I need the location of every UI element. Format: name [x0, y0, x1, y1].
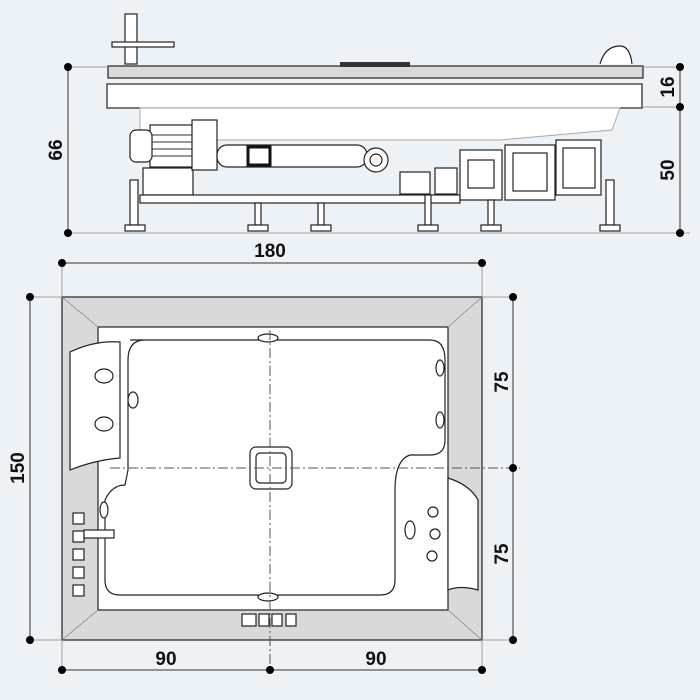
tub-rim	[107, 65, 644, 79]
headrest-right	[447, 477, 479, 591]
control-box	[142, 167, 194, 196]
tub-body	[106, 83, 643, 109]
dimension-width: 180	[254, 241, 286, 262]
base-frame	[139, 194, 461, 204]
headrest-left	[69, 341, 121, 471]
drain-fitting	[599, 45, 633, 65]
controls	[72, 512, 297, 627]
dimension-side-height: 66	[46, 139, 67, 160]
jets	[94, 333, 445, 602]
faucet	[124, 13, 138, 65]
pump-motor	[149, 124, 196, 168]
top-view: 180 150 75 75 90 90	[8, 241, 520, 674]
dimension-depth-upper: 75	[492, 371, 513, 393]
dimension-width-right: 90	[365, 649, 386, 670]
dimension-depth: 150	[8, 452, 29, 484]
dimension-rim-height: 16	[658, 76, 679, 97]
dimension-width-left: 90	[155, 649, 176, 670]
dimension-depth-lower: 75	[492, 543, 513, 565]
side-view: 66 16 50	[46, 13, 690, 237]
pipe	[216, 144, 368, 168]
dimension-body-height: 50	[658, 159, 679, 180]
